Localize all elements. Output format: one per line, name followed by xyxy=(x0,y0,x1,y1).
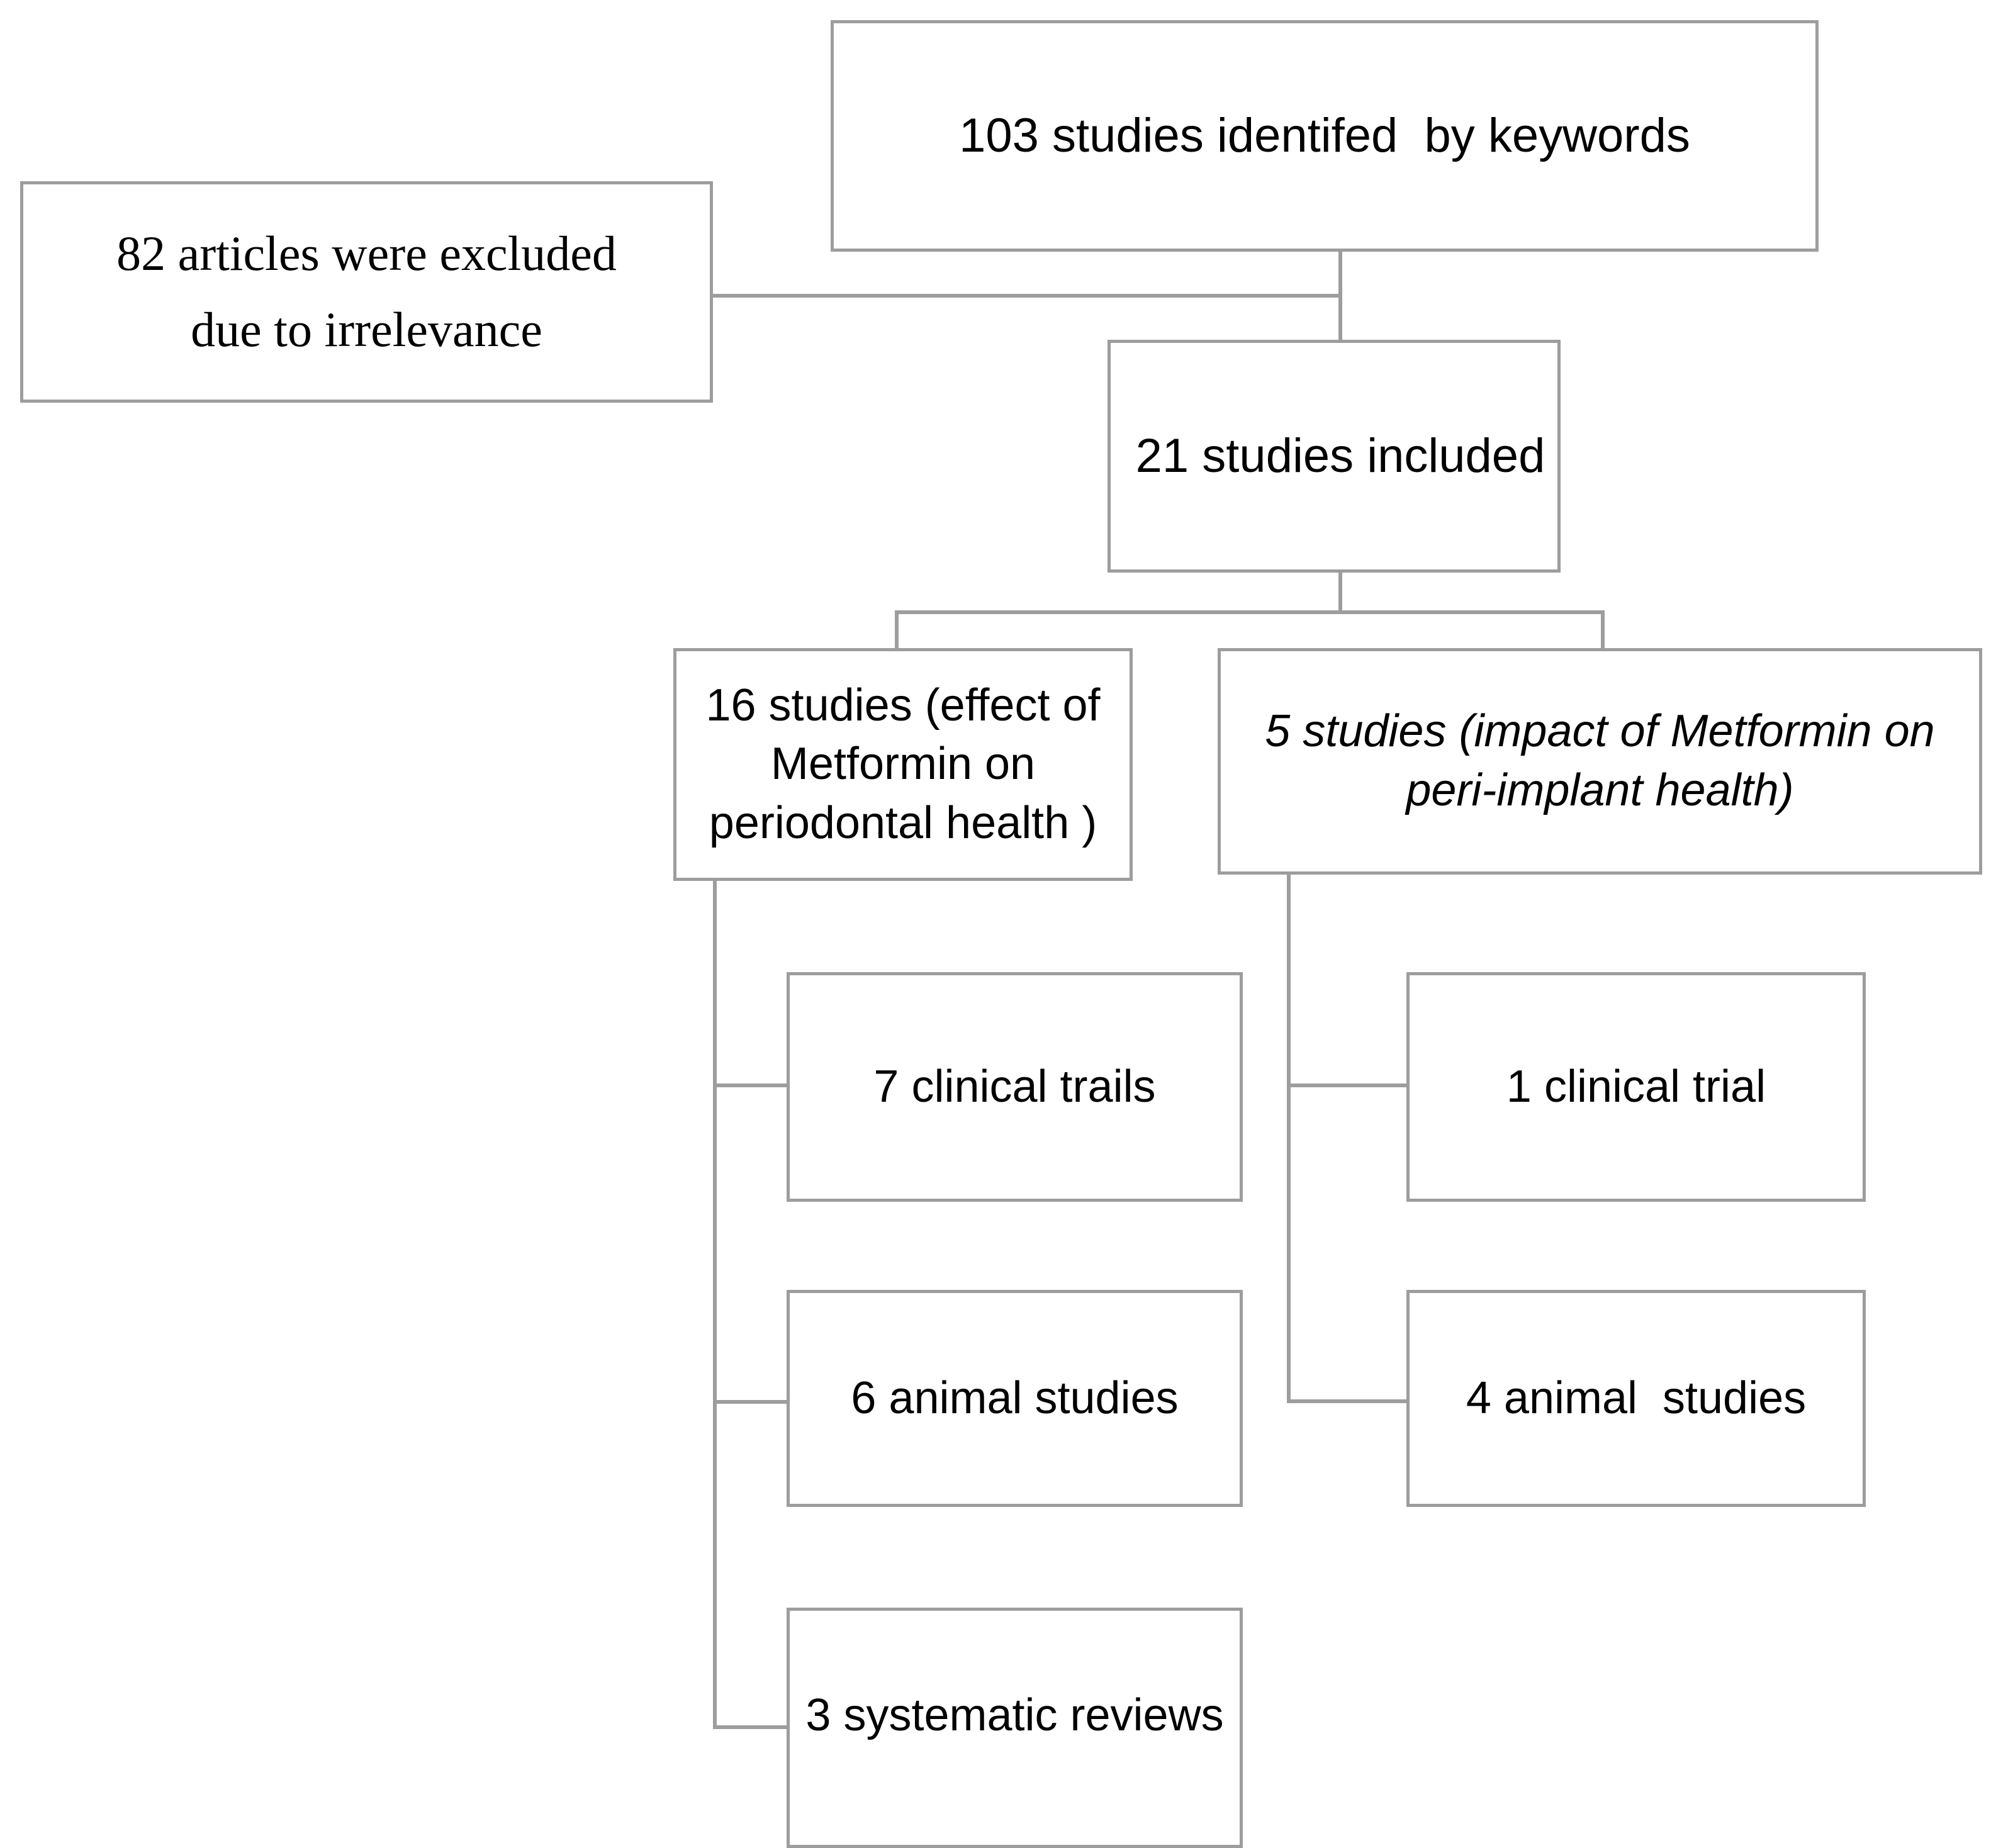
node-animal-studies-peri-implant-label: 4 animal studies xyxy=(1466,1372,1807,1423)
node-periodontal-studies-label: 16 studies (effect of Metformin on perio… xyxy=(705,680,1113,848)
node-studies-identified[interactable]: 103 studies identifed by keywords xyxy=(831,20,1819,252)
connector-included-split-bar xyxy=(895,610,1605,614)
node-articles-excluded[interactable]: 82 articles were excluded due to irrelev… xyxy=(20,181,713,403)
node-animal-studies-periodontal[interactable]: 6 animal studies xyxy=(787,1290,1243,1507)
node-peri-implant-studies-label: 5 studies (impact of Metformin on peri-i… xyxy=(1265,706,1948,815)
connector-included-to-periodontal xyxy=(895,610,899,649)
connector-periimplant-trunk xyxy=(1287,875,1291,1403)
connector-periodontal-to-animal-studies xyxy=(713,1400,788,1404)
node-periodontal-studies[interactable]: 16 studies (effect of Metformin on perio… xyxy=(673,648,1133,881)
node-animal-studies-periodontal-label: 6 animal studies xyxy=(851,1372,1179,1423)
node-systematic-reviews[interactable]: 3 systematic reviews xyxy=(787,1608,1243,1848)
node-animal-studies-peri-implant[interactable]: 4 animal studies xyxy=(1406,1290,1866,1507)
node-clinical-trials-periodontal[interactable]: 7 clinical trails xyxy=(787,972,1243,1202)
node-clinical-trial-peri-implant-label: 1 clinical trial xyxy=(1506,1061,1766,1112)
connector-periimplant-to-clinical-trial xyxy=(1287,1084,1409,1087)
node-peri-implant-studies[interactable]: 5 studies (impact of Metformin on peri-i… xyxy=(1218,648,1982,875)
connector-included-to-periimplant xyxy=(1601,610,1605,649)
connector-periodontal-to-systematic-reviews xyxy=(713,1725,788,1729)
node-studies-included[interactable]: 21 studies included xyxy=(1108,340,1561,573)
connector-included-down xyxy=(1338,573,1342,614)
node-studies-included-label: 21 studies included xyxy=(1135,428,1545,483)
connector-periodontal-trunk xyxy=(713,881,717,1729)
node-systematic-reviews-label: 3 systematic reviews xyxy=(805,1690,1224,1740)
node-clinical-trial-peri-implant[interactable]: 1 clinical trial xyxy=(1406,972,1866,1202)
node-clinical-trials-periodontal-label: 7 clinical trails xyxy=(873,1061,1156,1112)
connector-identified-to-excluded xyxy=(713,294,1338,298)
node-studies-identified-label: 103 studies identifed by keywords xyxy=(959,108,1690,162)
connector-periodontal-to-clinical-trials xyxy=(713,1084,788,1087)
node-articles-excluded-label: 82 articles were excluded due to irrelev… xyxy=(116,226,617,357)
connector-periimplant-to-animal-studies xyxy=(1287,1399,1409,1403)
